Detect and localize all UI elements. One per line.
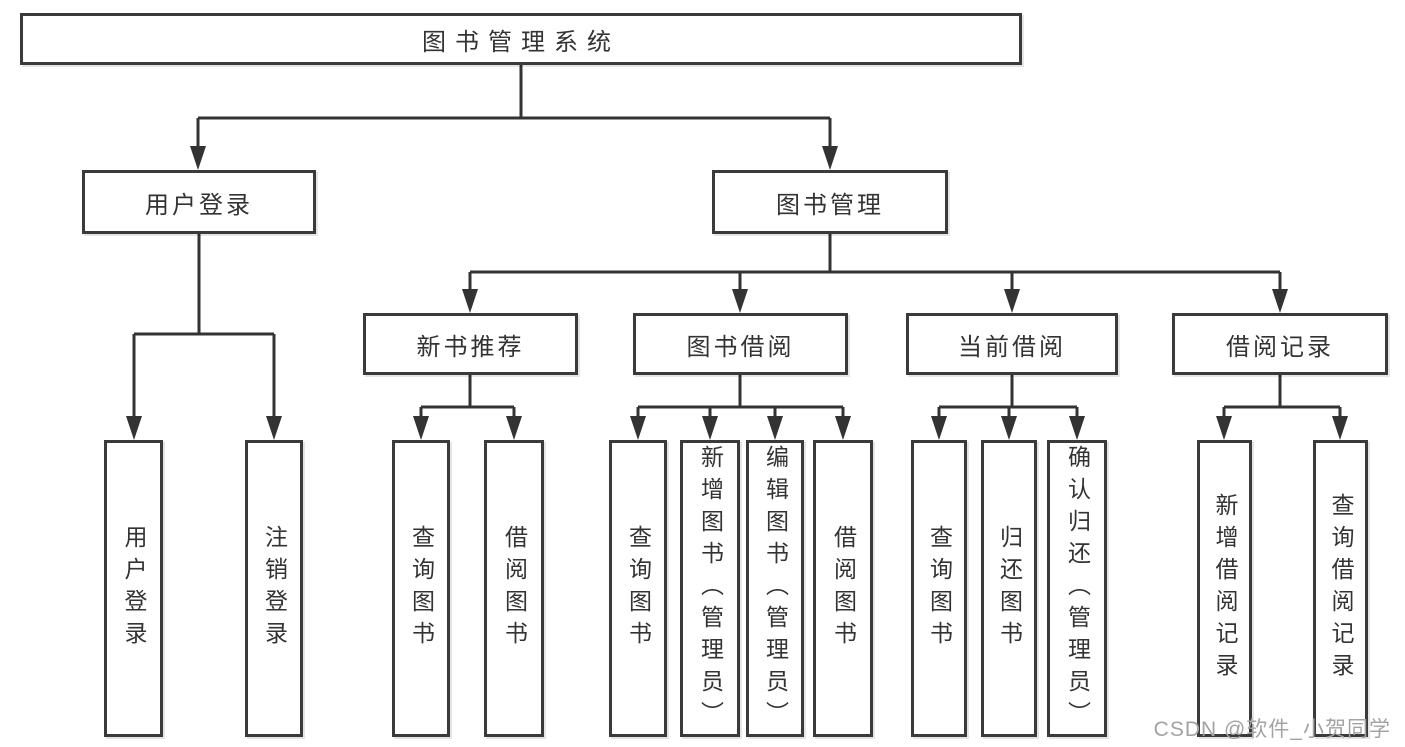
leaf-label: 查询图书 [408, 524, 435, 653]
leaf-label: 确认归还（管理员） [1064, 444, 1091, 733]
leaf-label: 注销登录 [261, 524, 288, 653]
leaf-add-book-admin: 新增图书（管理员） [680, 440, 740, 737]
leaf-label: 查询借阅记录 [1328, 492, 1354, 685]
leaf-label: 借阅图书 [830, 524, 857, 653]
node-root-library-system: 图书管理系统 [20, 13, 1022, 65]
leaf-search-borrow-record: 查询借阅记录 [1313, 440, 1368, 737]
arrowheads [126, 146, 1348, 440]
leaf-search-book-recommend: 查询图书 [392, 440, 450, 737]
node-new-book-recommend: 新书推荐 [363, 313, 578, 375]
node-book-borrowing: 图书借阅 [633, 313, 848, 375]
node-current-borrowing: 当前借阅 [906, 313, 1118, 375]
leaf-label: 查询图书 [926, 524, 953, 653]
leaf-return-book: 归还图书 [981, 440, 1037, 737]
node-user-login: 用户登录 [82, 170, 316, 234]
leaf-edit-book-admin: 编辑图书（管理员） [746, 440, 804, 737]
leaf-logout: 注销登录 [245, 440, 303, 737]
csdn-watermark: CSDN @软件_小贺同学 [1153, 718, 1391, 741]
leaf-borrow-book: 借阅图书 [813, 440, 873, 737]
leaf-label: 用户登录 [121, 524, 147, 653]
leaf-label: 新增图书（管理员） [697, 444, 724, 733]
leaf-confirm-return-admin: 确认归还（管理员） [1047, 440, 1107, 737]
leaf-label: 归还图书 [996, 524, 1023, 653]
leaf-search-book-current: 查询图书 [911, 440, 967, 737]
node-book-management: 图书管理 [712, 170, 948, 234]
leaf-borrow-book-recommend: 借阅图书 [484, 440, 544, 737]
leaf-label: 查询图书 [625, 524, 652, 653]
leaf-user-login: 用户登录 [104, 440, 163, 737]
node-borrowing-records: 借阅记录 [1172, 313, 1388, 375]
leaf-label: 借阅图书 [501, 524, 528, 653]
leaf-search-book-borrowing: 查询图书 [609, 440, 667, 737]
leaf-add-borrow-record: 新增借阅记录 [1197, 440, 1252, 737]
leaf-label: 编辑图书（管理员） [762, 444, 789, 733]
leaf-label: 新增借阅记录 [1212, 492, 1238, 685]
